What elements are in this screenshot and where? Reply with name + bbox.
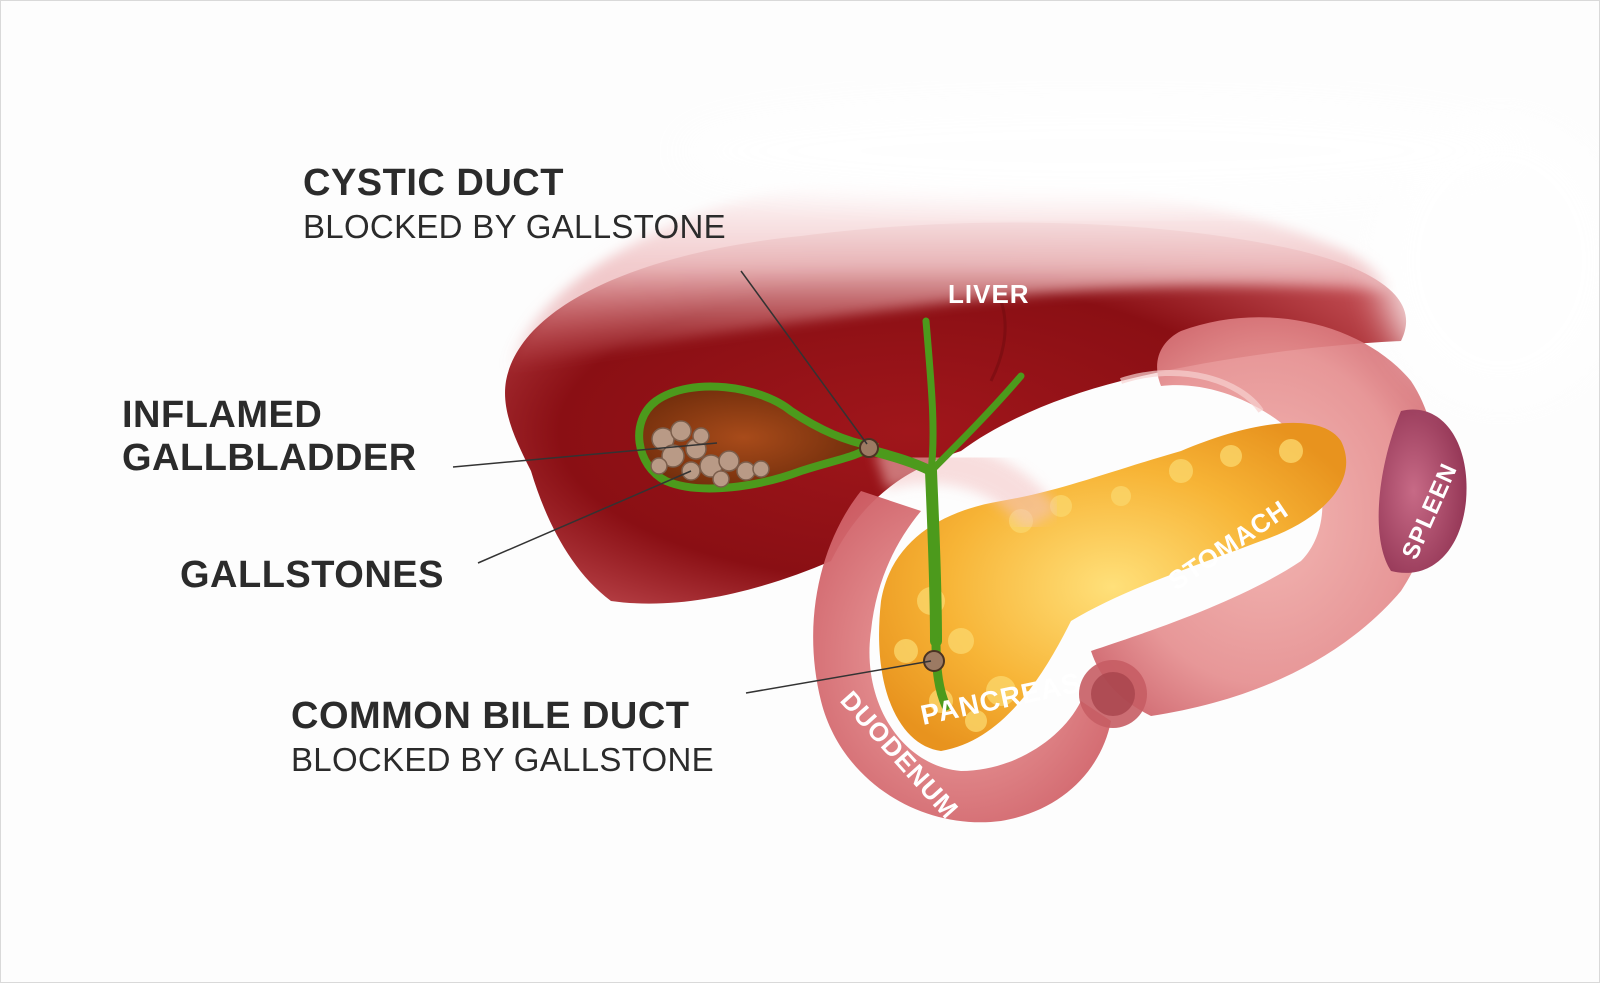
common-bile-duct-title: COMMON BILE DUCT: [291, 695, 690, 737]
gallbladder-title-line1: INFLAMED: [122, 394, 323, 436]
leader-lines: [452, 270, 932, 694]
duodenum-shape: [813, 443, 1147, 823]
stomach-shape: [1091, 317, 1437, 716]
spleen-shape: [1378, 409, 1467, 573]
gallstones-title: GALLSTONES: [180, 554, 444, 596]
cystic-duct-subtitle: BLOCKED BY GALLSTONE: [303, 207, 726, 245]
leader-gallbladder: [452, 442, 718, 468]
gallstones-callout: GALLSTONES: [180, 554, 444, 597]
liver-shape: [505, 178, 1407, 604]
gallbladder-callout: INFLAMED GALLBLADDER: [122, 394, 417, 479]
common-bile-duct-callout: COMMON BILE DUCT BLOCKED BY GALLSTONE: [291, 695, 714, 779]
leader-cystic-duct: [740, 270, 868, 445]
gallbladder-title-line2: GALLBLADDER: [122, 436, 417, 479]
liver-label: LIVER: [948, 279, 1030, 309]
leader-gallstones: [477, 470, 692, 564]
cystic-duct-title: CYSTIC DUCT: [303, 162, 564, 204]
cystic-duct-stone: [859, 438, 879, 458]
leader-common-bile-duct: [745, 660, 932, 694]
cystic-duct-callout: CYSTIC DUCT BLOCKED BY GALLSTONE: [303, 162, 726, 246]
common-bile-duct-subtitle: BLOCKED BY GALLSTONE: [291, 740, 714, 778]
bile-duct-stone: [923, 650, 945, 672]
